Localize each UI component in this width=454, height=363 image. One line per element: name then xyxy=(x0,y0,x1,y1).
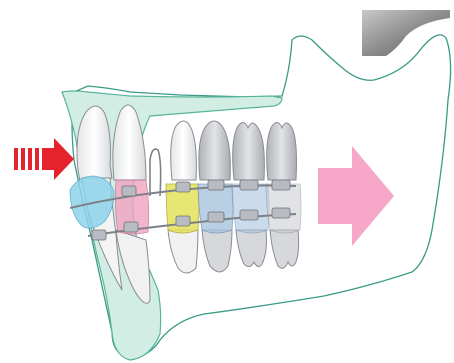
bracket-icon xyxy=(122,186,136,196)
bracket-icon xyxy=(176,216,190,226)
bracket-icon xyxy=(208,212,224,222)
tooth-icon xyxy=(232,122,269,266)
bracket-icon xyxy=(240,180,258,190)
bracket-icon xyxy=(124,222,138,232)
bracket-icon xyxy=(272,208,290,218)
tooth-icon xyxy=(166,121,199,273)
bracket-icon xyxy=(272,180,290,190)
striped-red-arrow-icon xyxy=(14,138,74,180)
bracket-icon xyxy=(176,182,190,192)
bracket-icon xyxy=(208,180,224,190)
bracket-icon xyxy=(92,230,106,240)
bracket-icon xyxy=(240,210,258,220)
